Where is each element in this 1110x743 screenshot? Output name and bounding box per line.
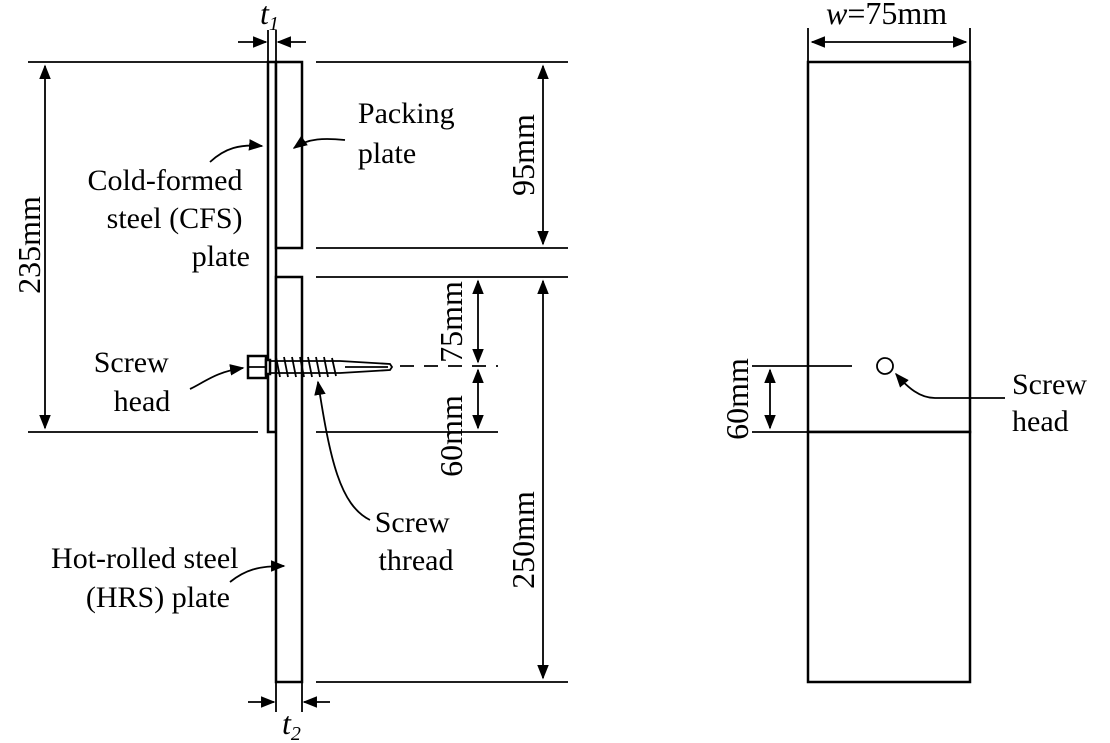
screw-head-label: Screw head [94, 346, 176, 418]
packing-plate-leader [292, 135, 346, 149]
dim-right-60-label: 60mm [719, 358, 755, 440]
screw [246, 354, 394, 380]
screw-head-circle [876, 357, 894, 375]
screw-shank [270, 360, 394, 374]
dim-95-label: 95mm [505, 114, 541, 196]
hrs-plate-label: Hot-rolled steel (HRS) plate [51, 542, 246, 614]
dim-250-label: 250mm [505, 491, 541, 589]
dim-235-label: 235mm [11, 196, 47, 294]
dim-75-label: 75mm [433, 281, 469, 363]
t1-label: t1 [260, 0, 279, 35]
packing-plate [274, 60, 304, 250]
packing-plate-label: Packing plate [358, 97, 462, 170]
right-screw-head-leader [895, 372, 1005, 399]
cfs-plate-leader [209, 139, 264, 163]
hrs-plate [274, 275, 304, 684]
side-view: t1 t2 235mm 95mm 75mm 60mm 250mm Packing… [11, 0, 568, 743]
screw-thread-shape [275, 356, 337, 378]
cfs-plate-label: Cold-formed steel (CFS) plate [88, 164, 250, 273]
screw-head-leader [189, 364, 245, 390]
screw-thread-label: Screw thread [375, 506, 457, 577]
dim-60-label: 60mm [433, 395, 469, 477]
screw-thread-leader [314, 380, 371, 521]
t2-label: t2 [282, 705, 301, 743]
hrs-plate-leader [229, 560, 286, 583]
hrs-plate-front [806, 430, 972, 684]
width-label: w=75mm [826, 0, 947, 31]
front-view: w=75mm 60mm Screw head [719, 0, 1094, 684]
cfs-plate-front [806, 60, 972, 434]
right-screw-head-label: Screw head [1012, 368, 1094, 438]
